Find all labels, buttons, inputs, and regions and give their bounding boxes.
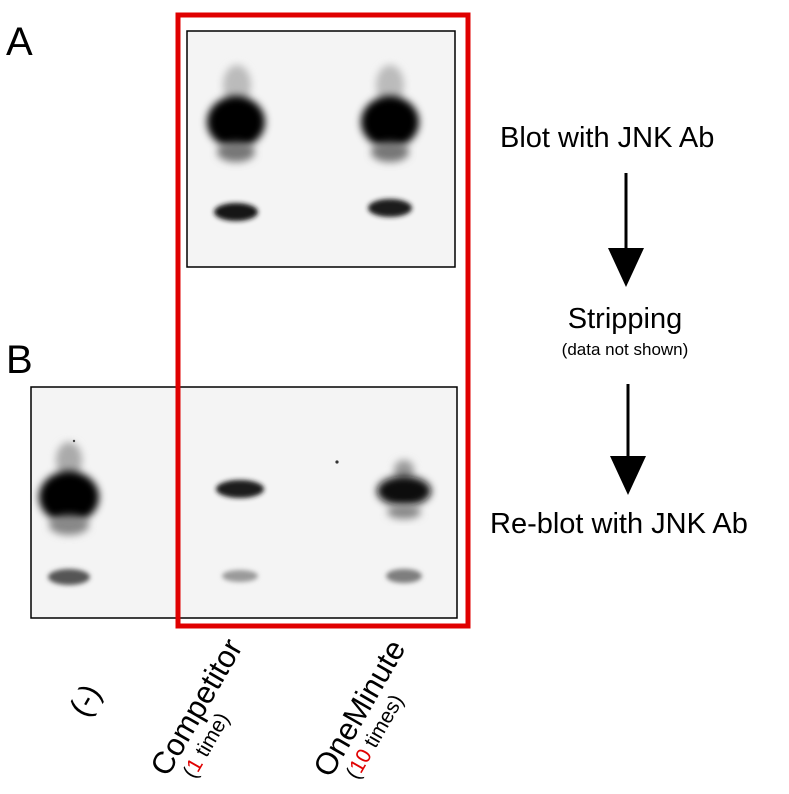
blot-b (30, 386, 458, 619)
blot-b-lane-competitor (216, 480, 264, 582)
band-upper (377, 476, 431, 506)
blot-b-lane-neg (39, 442, 99, 585)
step-stripping-note: (data not shown) (561, 340, 689, 359)
highlight-frame (175, 12, 471, 629)
band-shadow (217, 142, 255, 162)
blot-b-lane-oneminute (377, 460, 431, 583)
blot-a (186, 30, 456, 268)
blot-a-lane-oneminute (361, 65, 419, 217)
speck (72, 439, 76, 443)
band-smear (56, 442, 82, 478)
band-upper (216, 480, 264, 498)
band-lower (222, 570, 258, 582)
blot-a-lane-competitor (207, 65, 265, 221)
panel-letter-a: A (6, 20, 33, 64)
speck (335, 460, 339, 464)
step-blot: Blot with JNK Ab (500, 122, 715, 154)
band-upper (361, 96, 419, 148)
arrow-down-2 (610, 384, 646, 495)
band-shadow (371, 142, 409, 162)
band-lower (214, 203, 258, 221)
band-upper (39, 471, 99, 523)
panel-letter-b: B (6, 338, 33, 382)
arrow-down-1 (608, 173, 644, 287)
band-upper (207, 96, 265, 148)
band-lower (48, 569, 90, 585)
step-stripping: Stripping (567, 303, 683, 335)
figure-canvas (30, 12, 646, 629)
band-lower (386, 569, 422, 583)
band-smear (394, 460, 414, 480)
band-smear (223, 65, 251, 105)
band-shadow (387, 505, 421, 519)
band-lower (368, 199, 412, 217)
band-smear (376, 65, 404, 105)
band-shadow (49, 515, 89, 535)
step-reblot: Re-blot with JNK Ab (490, 508, 748, 540)
